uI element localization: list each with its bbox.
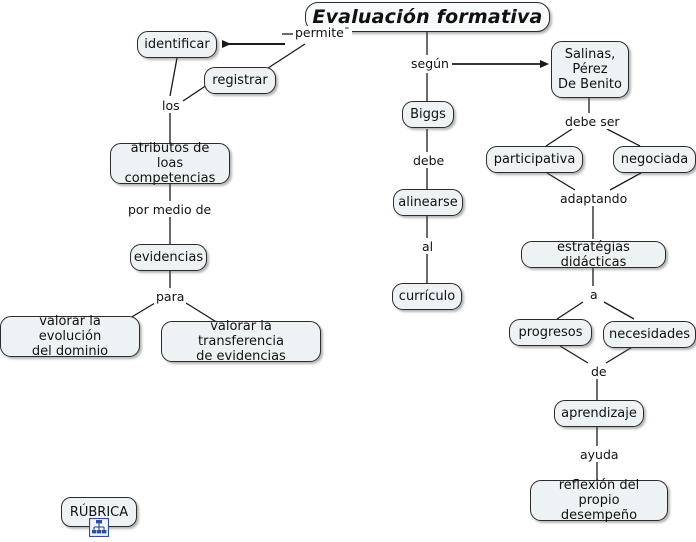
node-rubrica[interactable]: RÚBRICA <box>61 497 137 527</box>
link-label-los: los <box>160 98 182 113</box>
node-identificar[interactable]: identificar <box>137 31 217 58</box>
node-curriculo[interactable]: currículo <box>392 283 462 310</box>
node-root-evaluacion-formativa[interactable]: Evaluación formativa <box>305 2 550 32</box>
link-label-de: de <box>589 364 609 379</box>
link-label-a: a <box>588 287 600 302</box>
node-valorar-transferencia-evidencias[interactable]: valorar la transferencia de evidencias <box>161 319 321 364</box>
node-atributos-competencias[interactable]: atributos de loas competencias <box>110 141 230 186</box>
node-alinearse[interactable]: alinearse <box>393 189 463 216</box>
link-label-al: al <box>420 239 436 254</box>
link-label-permite: permite¯ <box>293 25 353 40</box>
link-label-debe-ser: debe ser <box>563 114 622 129</box>
node-salinas-perez-de-benito[interactable]: Salinas, Pérez De Benito <box>551 41 629 98</box>
link-label-segun: según <box>409 56 451 71</box>
node-registrar[interactable]: registrar <box>204 67 276 94</box>
link-label-ayuda: ayuda <box>578 447 621 462</box>
node-reflexion-propio-desempeno[interactable]: reflexión del propio desempeño <box>530 478 668 523</box>
link-label-adaptando: adaptando <box>558 191 630 206</box>
link-label-debe: debe <box>411 153 447 168</box>
node-biggs[interactable]: Biggs <box>402 101 454 128</box>
node-estrategias-didacticas[interactable]: estratégias didácticas <box>521 240 666 270</box>
concept-map-icon[interactable] <box>89 518 109 537</box>
node-evidencias[interactable]: evidencias <box>130 244 207 271</box>
link-label-para: para <box>154 289 187 304</box>
node-necesidades[interactable]: necesidades <box>603 321 696 348</box>
node-negociada[interactable]: negociada <box>613 146 696 173</box>
node-progresos[interactable]: progresos <box>509 319 592 346</box>
node-aprendizaje[interactable]: aprendizaje <box>554 400 644 427</box>
node-valorar-evolucion-dominio[interactable]: valorar la evolución del dominio <box>0 314 140 359</box>
link-label-por-medio-de: por medio de <box>126 202 214 217</box>
node-participativa[interactable]: participativa <box>486 146 583 173</box>
